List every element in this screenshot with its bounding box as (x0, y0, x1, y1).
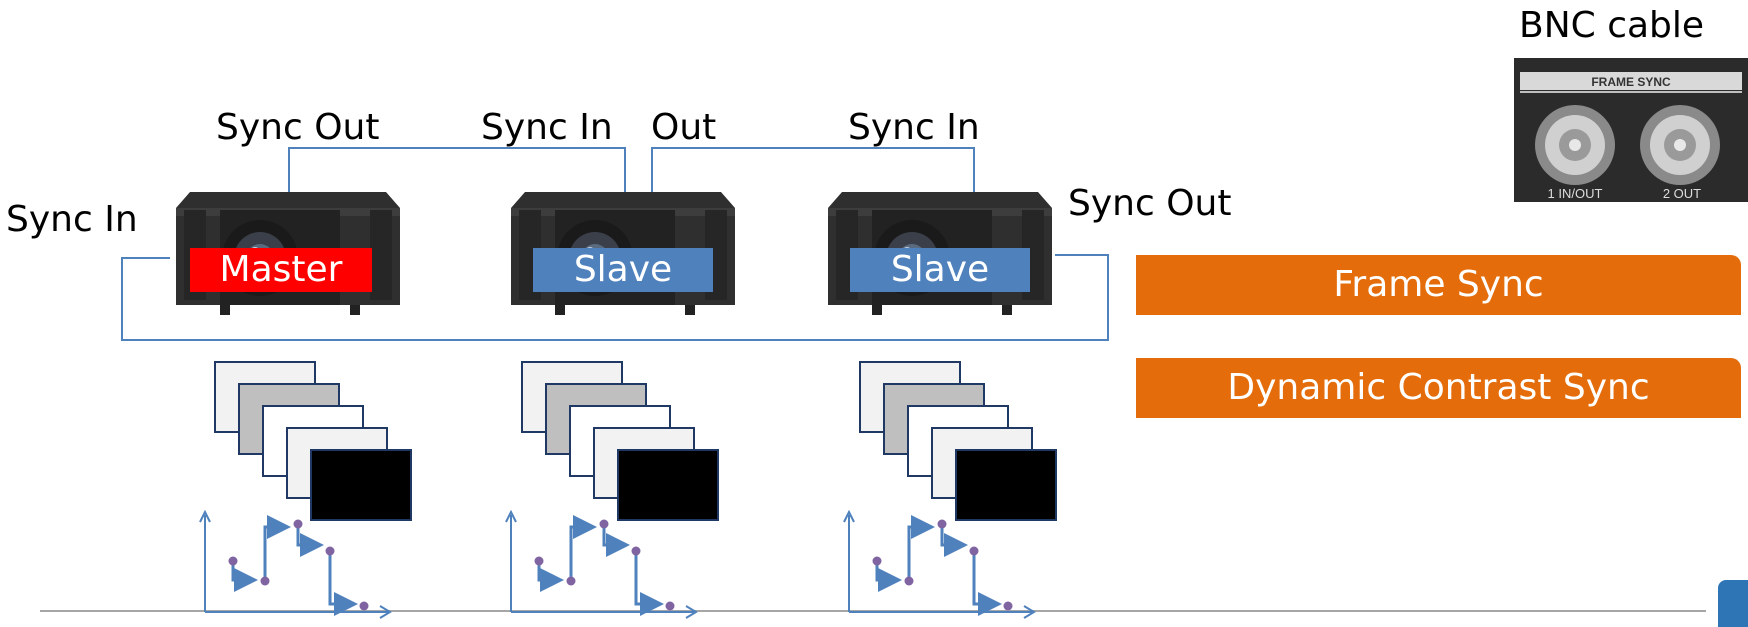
sync-in-label-3: Sync In (848, 107, 980, 148)
sync-cable-2-3 (651, 147, 975, 192)
graph-dot (228, 556, 238, 566)
port2-label: 2 OUT (1663, 186, 1701, 201)
graph-dot (665, 601, 675, 611)
graph-dot (293, 519, 303, 529)
contrast-graph-2 (505, 509, 698, 619)
sync-in-left-label: Sync In (6, 199, 138, 240)
graph-dot (599, 519, 609, 529)
graph-dot (359, 601, 369, 611)
graph-dot (969, 546, 979, 556)
graph-dot (325, 546, 335, 556)
graph-dot (631, 546, 641, 556)
frame-1-5 (310, 449, 412, 521)
sync-loop-cable (121, 254, 1109, 341)
panel-header: FRAME SYNC (1591, 75, 1671, 89)
contrast-graph-3 (843, 509, 1036, 619)
edge-tab (1718, 580, 1748, 627)
contrast-graphs (199, 509, 1036, 619)
dynamic-contrast-sync-bar: Dynamic Contrast Sync (1136, 358, 1741, 418)
graph-dot (534, 556, 544, 566)
graph-dot (1003, 601, 1013, 611)
sync-cable-1-2 (288, 147, 626, 192)
graph-dot (872, 556, 882, 566)
sync-in-label-2: Sync In (481, 107, 613, 148)
port1-label: 1 IN/OUT (1548, 186, 1603, 201)
bnc-connector-photo: FRAME SYNC 1 IN/OUT 2 OUT (1514, 58, 1748, 202)
sync-out-label-1: Sync Out (216, 107, 380, 148)
graph-dot (904, 576, 914, 586)
graph-dot (937, 519, 947, 529)
frame-stacks (214, 361, 1057, 521)
contrast-graph-1 (199, 509, 392, 619)
frame-2-5 (617, 449, 719, 521)
slave-tag-2: Slave (850, 248, 1030, 292)
out-label-2: Out (651, 107, 717, 148)
graph-dot (566, 576, 576, 586)
sync-out-right-label: Sync Out (1068, 183, 1232, 224)
frame-3-5 (955, 449, 1057, 521)
bnc-cable-title: BNC cable (1519, 5, 1705, 46)
slave-tag-1: Slave (533, 248, 713, 292)
frame-sync-bar: Frame Sync (1136, 255, 1741, 315)
graph-dot (260, 576, 270, 586)
master-tag: Master (190, 248, 372, 292)
